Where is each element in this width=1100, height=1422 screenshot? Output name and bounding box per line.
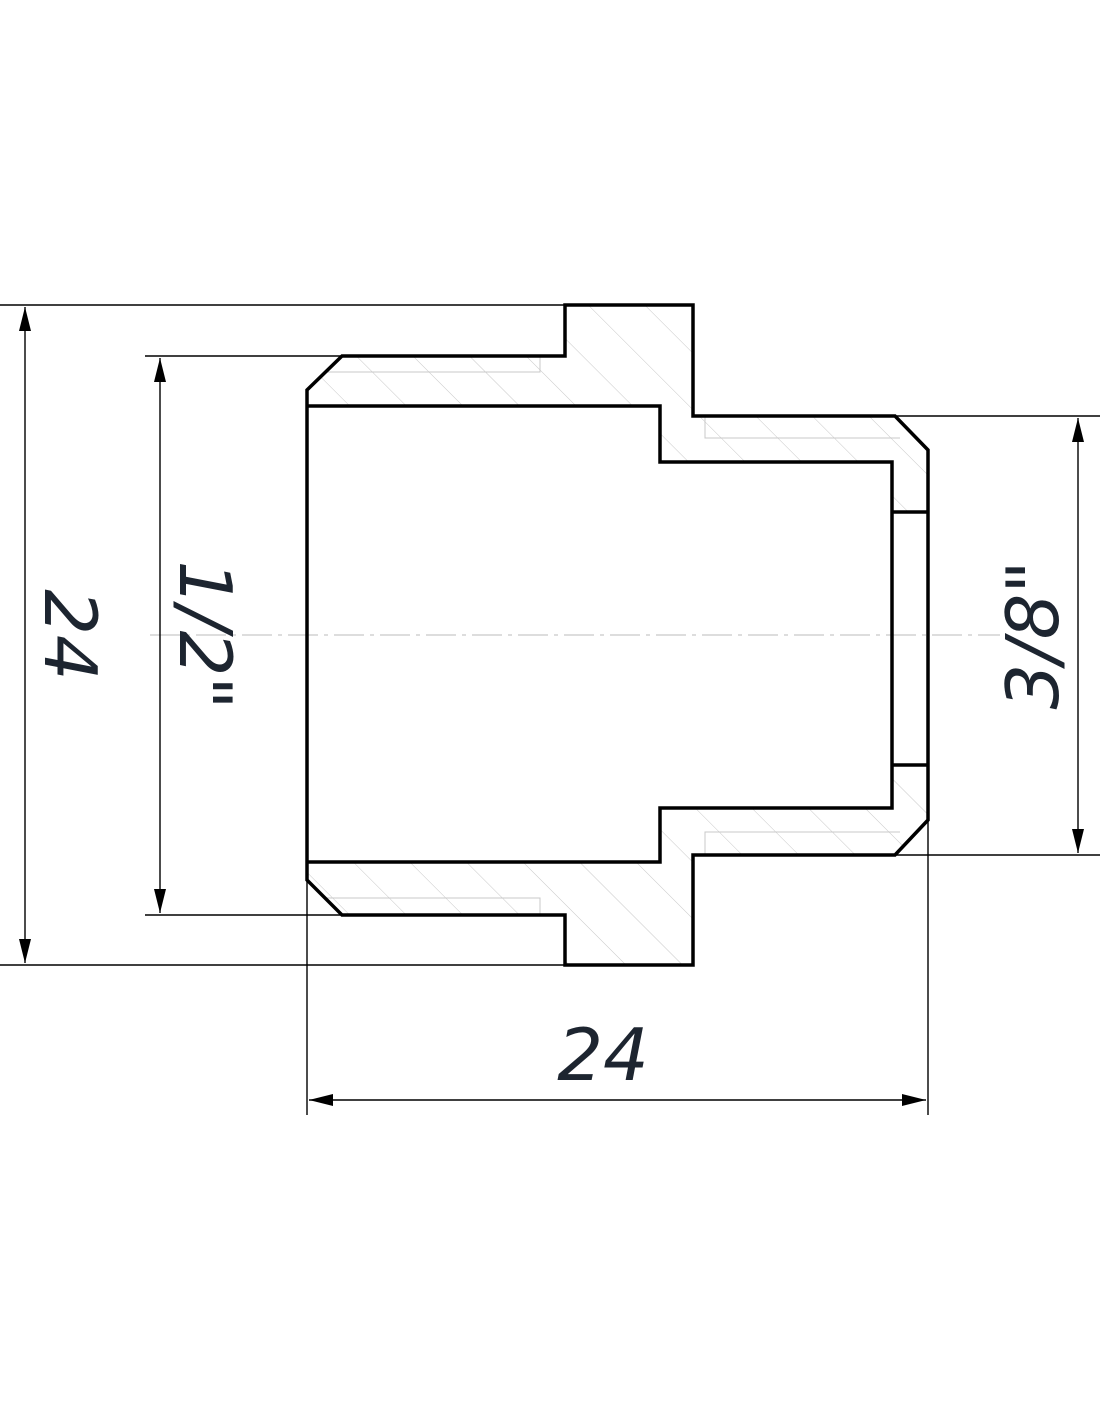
dim-label-length: 24 — [557, 1013, 649, 1097]
dimension-small-thread: 3/8" — [991, 418, 1084, 853]
dim-label-outer-diameter: 24 — [28, 589, 112, 681]
dim-label-small-thread: 3/8" — [991, 561, 1075, 710]
extension-lines — [0, 304, 1100, 1115]
dimension-large-thread: 1/2" — [154, 358, 247, 913]
dim-label-large-thread: 1/2" — [163, 561, 247, 710]
dimension-length: 24 — [309, 1013, 926, 1106]
dimension-outer-diameter: 24 — [19, 307, 112, 963]
part-outline — [305, 303, 930, 967]
